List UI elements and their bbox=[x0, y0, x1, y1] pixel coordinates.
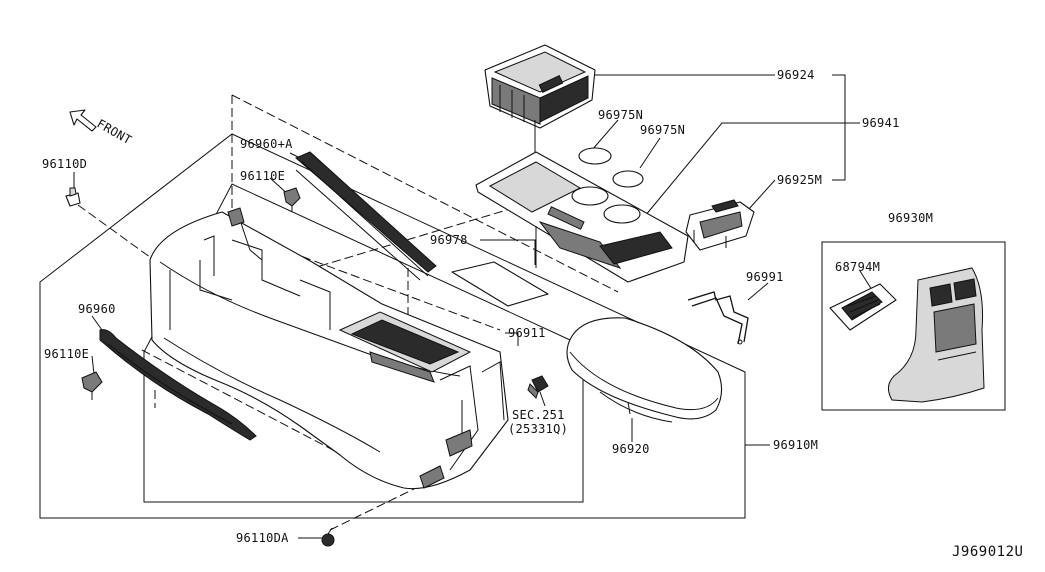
part-96975n-mat-b bbox=[612, 170, 644, 188]
diagram-reference: J969012U bbox=[952, 544, 1023, 560]
part-96930m-rear-bezel bbox=[888, 267, 985, 403]
label-96110e-left: 96110E bbox=[44, 347, 89, 361]
part-96110da-screw bbox=[321, 527, 335, 547]
label-96911: 96911 bbox=[508, 326, 546, 340]
label-96975n-b: 96975N bbox=[640, 123, 685, 137]
label-96960a: 96960+A bbox=[240, 137, 293, 151]
label-96910m: 96910M bbox=[773, 438, 818, 452]
label-96991: 96991 bbox=[746, 270, 784, 284]
part-96110e-clip-top bbox=[283, 187, 301, 212]
kit-box-96930m bbox=[821, 241, 1006, 411]
label-96110da: 96110DA bbox=[236, 531, 289, 545]
label-96930m: 96930M bbox=[888, 211, 933, 225]
label-96978: 96978 bbox=[430, 233, 468, 247]
label-96975n-a: 96975N bbox=[598, 108, 643, 122]
label-96920: 96920 bbox=[612, 442, 650, 456]
part-96925m-bracket bbox=[685, 199, 755, 251]
label-25331q: (25331Q) bbox=[508, 422, 568, 436]
label-96110e-top: 96110E bbox=[240, 169, 285, 183]
part-96110e-clip-left bbox=[81, 371, 103, 400]
part-68794m-rear-vent bbox=[829, 283, 897, 331]
part-96960a-side-finisher bbox=[295, 151, 437, 281]
label-sec251: SEC.251 bbox=[512, 408, 565, 422]
part-96920-armrest bbox=[566, 317, 723, 423]
part-96975n-mat-a bbox=[578, 147, 612, 165]
part-96941-finisher bbox=[475, 151, 689, 283]
label-96924: 96924 bbox=[777, 68, 815, 82]
label-96960: 96960 bbox=[78, 302, 116, 316]
part-96960-side-finisher bbox=[99, 329, 257, 441]
front-label: FRONT bbox=[95, 116, 135, 147]
part-96924-console-box bbox=[484, 44, 596, 160]
part-96110d-clip bbox=[65, 187, 81, 207]
part-96911-console-body bbox=[149, 207, 509, 490]
label-96925m: 96925M bbox=[777, 173, 822, 187]
part-96991-stay bbox=[687, 291, 749, 345]
label-96941: 96941 bbox=[862, 116, 900, 130]
assembly-frame-96911 bbox=[143, 183, 584, 503]
leader-lines bbox=[73, 74, 873, 539]
arrow-up-left-icon bbox=[69, 109, 97, 132]
label-96110d: 96110D bbox=[42, 157, 87, 171]
part-96978-mat bbox=[451, 261, 549, 307]
part-25331q-switch bbox=[527, 375, 549, 399]
label-68794m: 68794M bbox=[835, 260, 880, 274]
